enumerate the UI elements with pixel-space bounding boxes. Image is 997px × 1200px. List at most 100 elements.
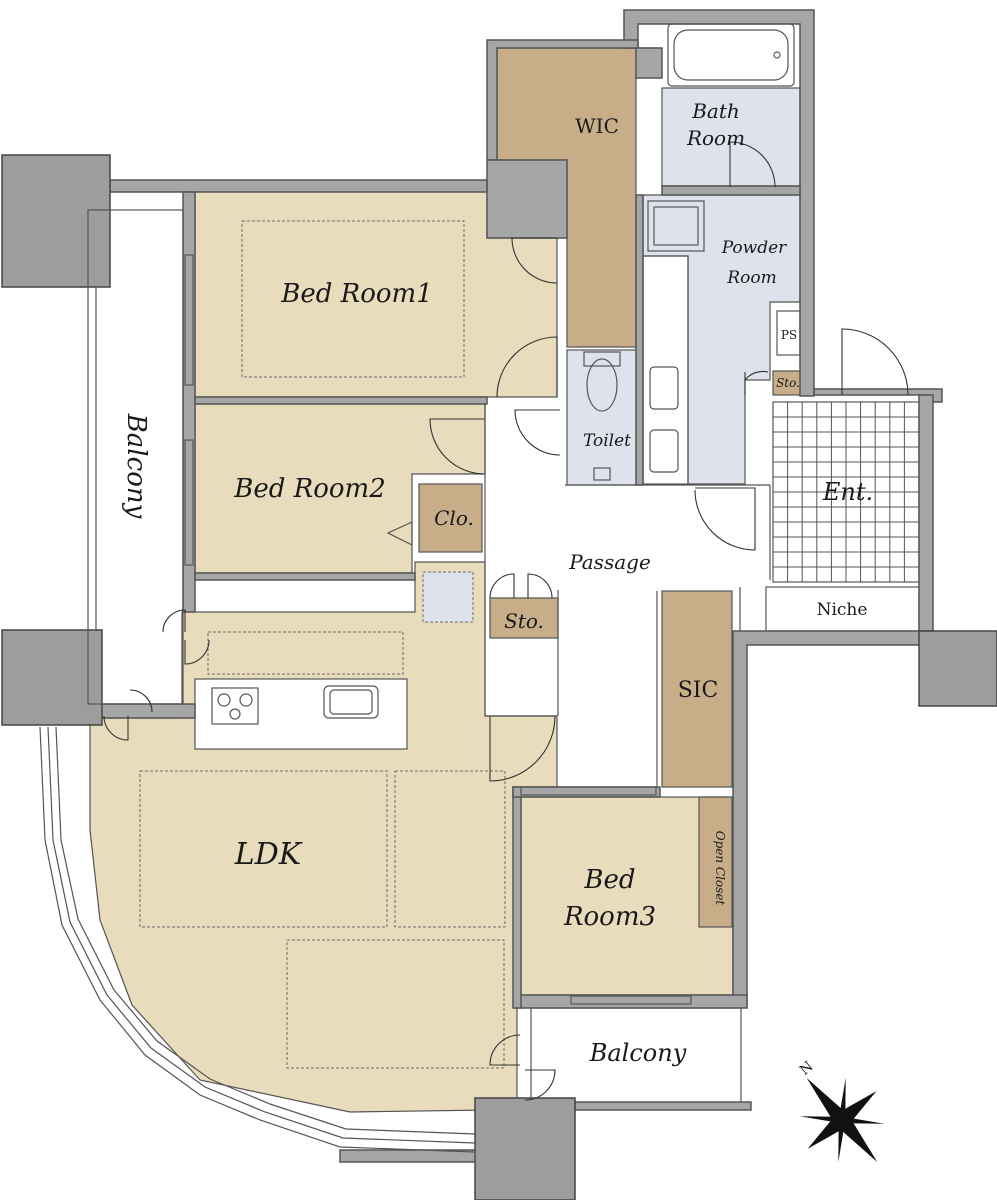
passage-lines: [386, 404, 771, 787]
ps-label: PS: [781, 328, 797, 342]
sto-entrance-floor: [772, 370, 803, 396]
passage-fridge-zone: [422, 571, 474, 623]
curved-window-inner: [55, 726, 476, 1135]
bed1-window: [184, 254, 194, 386]
doors: [103, 141, 909, 1101]
wall-ldk-west: [99, 703, 196, 719]
door-bed1: [511, 237, 558, 284]
door-powder: [744, 370, 769, 395]
sto-entrance-label: Sto.: [776, 376, 800, 390]
floors: [89, 47, 920, 1113]
powder-label-line2: Room: [726, 268, 776, 288]
clo-floor: [418, 483, 483, 553]
compass-north-label: N: [797, 1059, 817, 1079]
door-balcony-west-south: [103, 689, 153, 741]
wall-balcony-south-rail: [574, 1101, 752, 1111]
wall-bed2-south: [194, 572, 416, 581]
wall-bed3-south: [516, 994, 748, 1009]
curved-window-mid: [47, 726, 476, 1144]
curved-window-outer: [39, 726, 476, 1153]
bath-label-line1: Bath: [691, 99, 740, 123]
bathtub-drain: [773, 51, 781, 59]
toilet-bowl: [586, 358, 618, 412]
bath-label-line2: Room: [686, 126, 745, 150]
passage-label: Passage: [568, 550, 651, 574]
door-bath: [729, 141, 776, 188]
compass-needle-se: [842, 1117, 885, 1124]
bed3-window: [570, 995, 692, 1005]
ldk-cabinet-zone: [207, 631, 404, 675]
sic-label: SIC: [678, 678, 719, 703]
bath-floor: [661, 87, 801, 187]
ldk-label: LDK: [234, 837, 303, 872]
compass-rose: [799, 1077, 885, 1163]
entrance-tile-grid: [773, 402, 919, 582]
bed3-sliding-door: [520, 786, 657, 796]
compass-needle-ne: [839, 1077, 846, 1120]
balcony-west-label: Balcony: [121, 413, 151, 519]
vanity-counter: [642, 255, 689, 485]
door-sto-passage: [489, 573, 553, 599]
powder-label-line1: Powder: [721, 238, 787, 258]
compass-needle-north: [806, 1077, 843, 1120]
compass-needle-nw: [799, 1116, 842, 1123]
clo-door-marker: [386, 521, 413, 546]
balcony-west: [87, 209, 194, 705]
curved-window: [39, 726, 476, 1153]
bed2-window: [184, 439, 194, 566]
ldk-side-zone: [394, 770, 506, 928]
wall-bed3-west: [512, 786, 522, 1009]
furniture-zones: [139, 220, 506, 1069]
toilet-floor: [566, 349, 638, 486]
sic-floor: [661, 590, 733, 788]
vanity-sink-2: [649, 429, 679, 473]
bathtub-inner: [673, 29, 789, 81]
bed3-floor: [520, 796, 734, 996]
wall-wic-bed1: [486, 159, 568, 239]
clo-label: Clo.: [434, 506, 474, 530]
toilet-basin: [593, 467, 611, 481]
sto-passage-label: Sto.: [504, 609, 544, 633]
balcony-south-floor: [530, 1007, 742, 1105]
door-bed1-wic: [496, 336, 558, 398]
ldk-sofa-zone: [139, 770, 388, 928]
washer-tray: [647, 200, 705, 252]
ldk-table-zone: [286, 939, 505, 1069]
ent-label: Ent.: [822, 478, 873, 506]
kitchen-sink-inner: [329, 689, 373, 715]
washer-tray-inner: [653, 206, 699, 246]
compass-needle-sw: [838, 1120, 845, 1163]
fixtures: [211, 23, 795, 725]
pillar-west: [1, 629, 103, 726]
compass-needle-south: [841, 1120, 878, 1163]
balcony-west-area: [87, 209, 184, 705]
door-entrance: [841, 328, 909, 396]
compass-needle-east: [842, 1091, 877, 1121]
toilet-tank: [583, 351, 621, 367]
wic-label: WIC: [575, 114, 619, 138]
vanity-sink-1: [649, 366, 679, 410]
wall-bed1-north: [109, 179, 488, 193]
kitchen-hob: [211, 687, 259, 725]
bed1-bed-zone: [241, 220, 465, 378]
hob-burner-2: [239, 693, 253, 707]
compass-needle-west: [807, 1119, 842, 1149]
pillar-east: [918, 630, 997, 707]
pillar-northwest: [1, 154, 111, 288]
door-balcony-south: [489, 1034, 556, 1101]
door-ldk-balcony-west: [162, 609, 210, 665]
kitchen-sink: [323, 685, 379, 719]
hob-burner-3: [229, 708, 241, 720]
balcony-south-label: Balcony: [589, 1039, 687, 1067]
wall-bed1-bed2: [194, 396, 488, 405]
pillar-south: [474, 1097, 576, 1200]
bed1-label: Bed Room1: [280, 279, 432, 309]
toilet-label: Toilet: [583, 431, 631, 451]
wall-ent-east: [918, 394, 934, 636]
open-closet-floor: [698, 796, 733, 928]
ldk-floor: [89, 561, 558, 1113]
bed3-label-line1: Bed: [583, 865, 635, 895]
door-powder-passage: [694, 487, 756, 551]
hob-burner-1: [217, 693, 231, 707]
